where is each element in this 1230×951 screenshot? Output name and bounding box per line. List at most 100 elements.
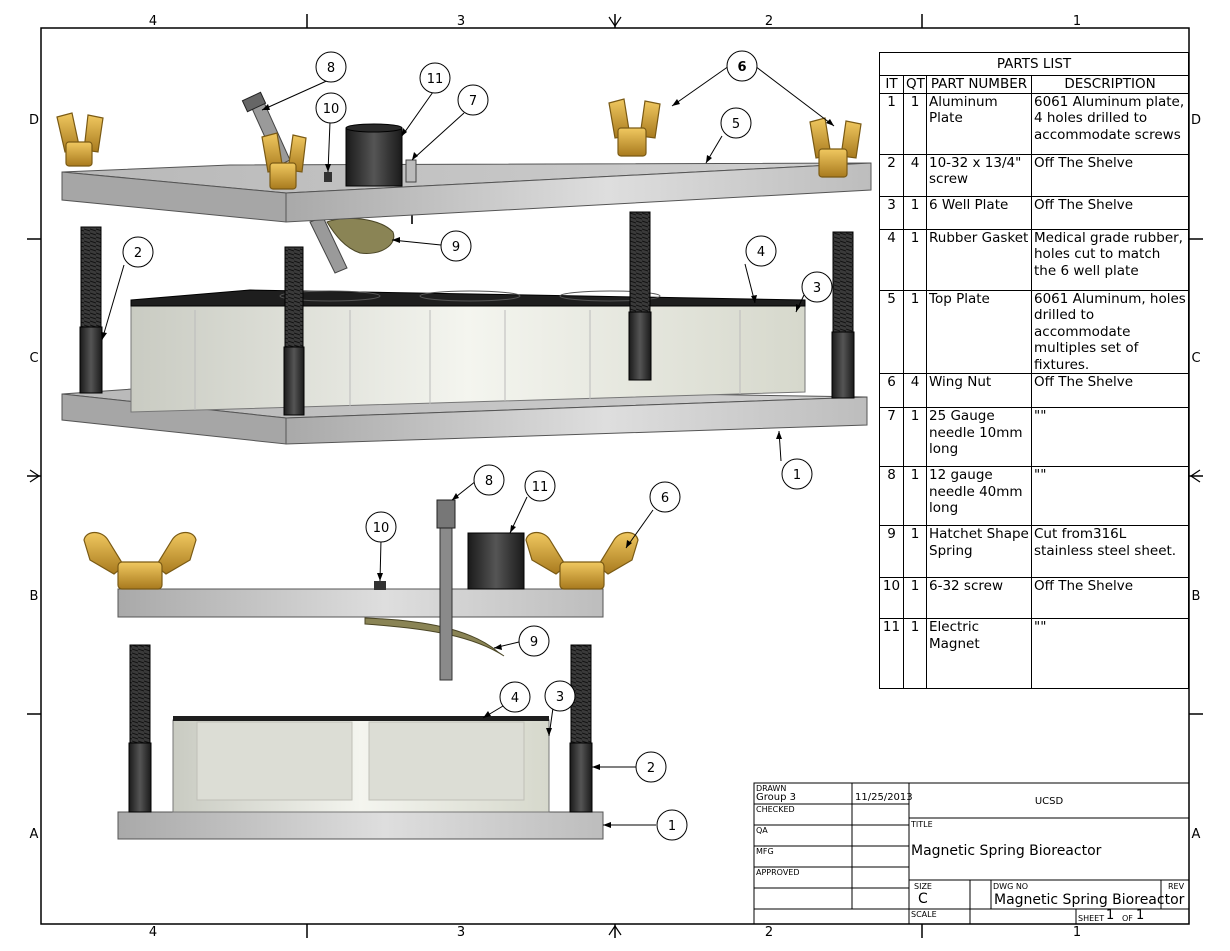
table-row: 11 1 Electric Magnet "" bbox=[879, 618, 1190, 689]
item-number: 7 bbox=[879, 407, 904, 467]
balloon-11: 11 bbox=[427, 72, 444, 87]
zone-row-right-2: C bbox=[1191, 351, 1200, 366]
zone-row-right-3: B bbox=[1192, 589, 1201, 604]
item-qty: 1 bbox=[903, 195, 927, 230]
sheet-total: 1 bbox=[1136, 908, 1145, 923]
item-desc: "" bbox=[1030, 618, 1190, 689]
parts-list: PARTS LIST IT QT PART NUMBER DESCRIPTION… bbox=[878, 52, 1190, 689]
header-it: IT bbox=[879, 75, 904, 94]
balloon-9: 9 bbox=[452, 240, 460, 255]
checked-label: CHECKED bbox=[756, 805, 795, 814]
side-wing-nuts bbox=[83, 531, 639, 590]
drawing-title: Magnetic Spring Bioreactor bbox=[911, 843, 1102, 859]
zone-col-top-3: 2 bbox=[765, 14, 773, 29]
item-desc: Off The Shelve bbox=[1030, 577, 1190, 619]
sheet-label: SHEET bbox=[1078, 914, 1105, 923]
zone-col-bottom-3: 2 bbox=[765, 925, 773, 940]
sheet-number: 1 bbox=[1106, 908, 1115, 923]
item-part: Hatchet Shape Spring bbox=[926, 525, 1032, 578]
zone-row-left-1: D bbox=[29, 113, 39, 128]
header-description: DESCRIPTION bbox=[1030, 75, 1190, 94]
needle-25-gauge bbox=[405, 159, 417, 183]
item-number: 6 bbox=[879, 373, 904, 408]
item-part: 25 Gauge needle 10mm long bbox=[926, 407, 1032, 467]
item-part: Rubber Gasket bbox=[926, 228, 1032, 291]
title-block: DRAWN Group 3 11/25/2013 CHECKED QA MFG … bbox=[754, 783, 1189, 925]
title-block-grid bbox=[753, 782, 1190, 925]
table-row: 2 4 10-32 x 13/4" screw Off The Shelve bbox=[879, 153, 1190, 197]
item-desc: Cut from316L stainless steel sheet. bbox=[1030, 525, 1190, 578]
rubber-gasket bbox=[130, 289, 806, 307]
title-label: TITLE bbox=[911, 820, 933, 829]
balloon-8: 8 bbox=[327, 61, 335, 76]
side-balloon-8: 8 bbox=[485, 474, 493, 489]
mfg-label: MFG bbox=[756, 847, 774, 856]
side-small-screw bbox=[374, 581, 386, 590]
item-part: 12 gauge needle 40mm long bbox=[926, 466, 1032, 526]
zone-labels: 4 3 2 1 4 3 2 1 D C B A D C B A bbox=[29, 14, 1201, 940]
balloon-1: 1 bbox=[793, 468, 801, 483]
qa-label: QA bbox=[756, 826, 768, 835]
item-qty: 1 bbox=[903, 92, 927, 155]
item-number: 4 bbox=[879, 228, 904, 291]
drawn-label: DRAWN bbox=[756, 784, 787, 793]
small-screw bbox=[324, 172, 332, 182]
item-qty: 4 bbox=[903, 373, 927, 408]
side-balloon-4: 4 bbox=[511, 691, 519, 706]
balloon-2: 2 bbox=[134, 246, 142, 261]
rev-label: REV bbox=[1168, 882, 1185, 891]
sheet-size: C bbox=[918, 891, 928, 907]
zone-row-right-1: D bbox=[1191, 113, 1201, 128]
zone-row-left-2: C bbox=[29, 351, 38, 366]
top-plate bbox=[61, 162, 872, 223]
side-well-plate bbox=[172, 719, 550, 813]
zone-row-right-4: A bbox=[1192, 827, 1201, 842]
item-qty: 1 bbox=[903, 577, 927, 619]
company-name: UCSD bbox=[1034, 796, 1064, 807]
item-part: Aluminum Plate bbox=[926, 92, 1032, 155]
zone-col-top-1: 4 bbox=[149, 14, 157, 29]
scale-label: SCALE bbox=[911, 910, 937, 919]
item-part: 10-32 x 13/4" screw bbox=[926, 153, 1032, 197]
exploded-view bbox=[56, 91, 872, 445]
zone-row-left-4: A bbox=[30, 827, 39, 842]
balloon-4: 4 bbox=[757, 245, 765, 260]
side-base-plate bbox=[117, 811, 604, 840]
side-balloon-2: 2 bbox=[647, 761, 655, 776]
balloon-10: 10 bbox=[323, 102, 340, 117]
zone-col-bottom-2: 3 bbox=[457, 925, 465, 940]
parts-list-title: PARTS LIST bbox=[878, 52, 1190, 76]
table-row: 10 1 6-32 screw Off The Shelve bbox=[879, 577, 1190, 619]
item-number: 3 bbox=[879, 195, 904, 230]
size-label: SIZE bbox=[914, 882, 932, 891]
item-number: 9 bbox=[879, 525, 904, 578]
item-number: 10 bbox=[879, 577, 904, 619]
item-desc: 6061 Aluminum, holes drilled to accommod… bbox=[1030, 289, 1190, 374]
table-row: 9 1 Hatchet Shape Spring Cut from316L st… bbox=[879, 525, 1190, 578]
side-balloon-3: 3 bbox=[556, 690, 564, 705]
item-number: 8 bbox=[879, 466, 904, 526]
side-balloon-10: 10 bbox=[373, 521, 390, 536]
item-part: 6-32 screw bbox=[926, 577, 1032, 619]
parts-list-title-row: PARTS LIST bbox=[878, 52, 1190, 76]
balloon-6: 6 bbox=[737, 60, 746, 75]
table-row: 3 1 6 Well Plate Off The Shelve bbox=[879, 195, 1190, 230]
side-view bbox=[83, 499, 639, 840]
dwg-no: Magnetic Spring Bioreactor bbox=[994, 892, 1185, 908]
item-desc: Off The Shelve bbox=[1030, 373, 1190, 408]
item-qty: 1 bbox=[903, 466, 927, 526]
item-desc: Off The Shelve bbox=[1030, 195, 1190, 230]
drawn-by: Group 3 bbox=[756, 792, 796, 803]
of-label: OF bbox=[1122, 914, 1133, 923]
item-number: 2 bbox=[879, 153, 904, 197]
item-qty: 1 bbox=[903, 289, 927, 374]
item-desc: "" bbox=[1030, 407, 1190, 467]
side-screws bbox=[128, 644, 593, 813]
item-part: 6 Well Plate bbox=[926, 195, 1032, 230]
table-row: 8 1 12 gauge needle 40mm long "" bbox=[879, 466, 1190, 526]
leaders bbox=[101, 65, 835, 826]
zone-col-bottom-1: 4 bbox=[149, 925, 157, 940]
balloon-labels: 8 10 11 7 6 5 4 3 2 9 1 8 11 6 10 9 4 3 … bbox=[134, 60, 821, 834]
dwg-no-label: DWG NO bbox=[993, 882, 1029, 891]
